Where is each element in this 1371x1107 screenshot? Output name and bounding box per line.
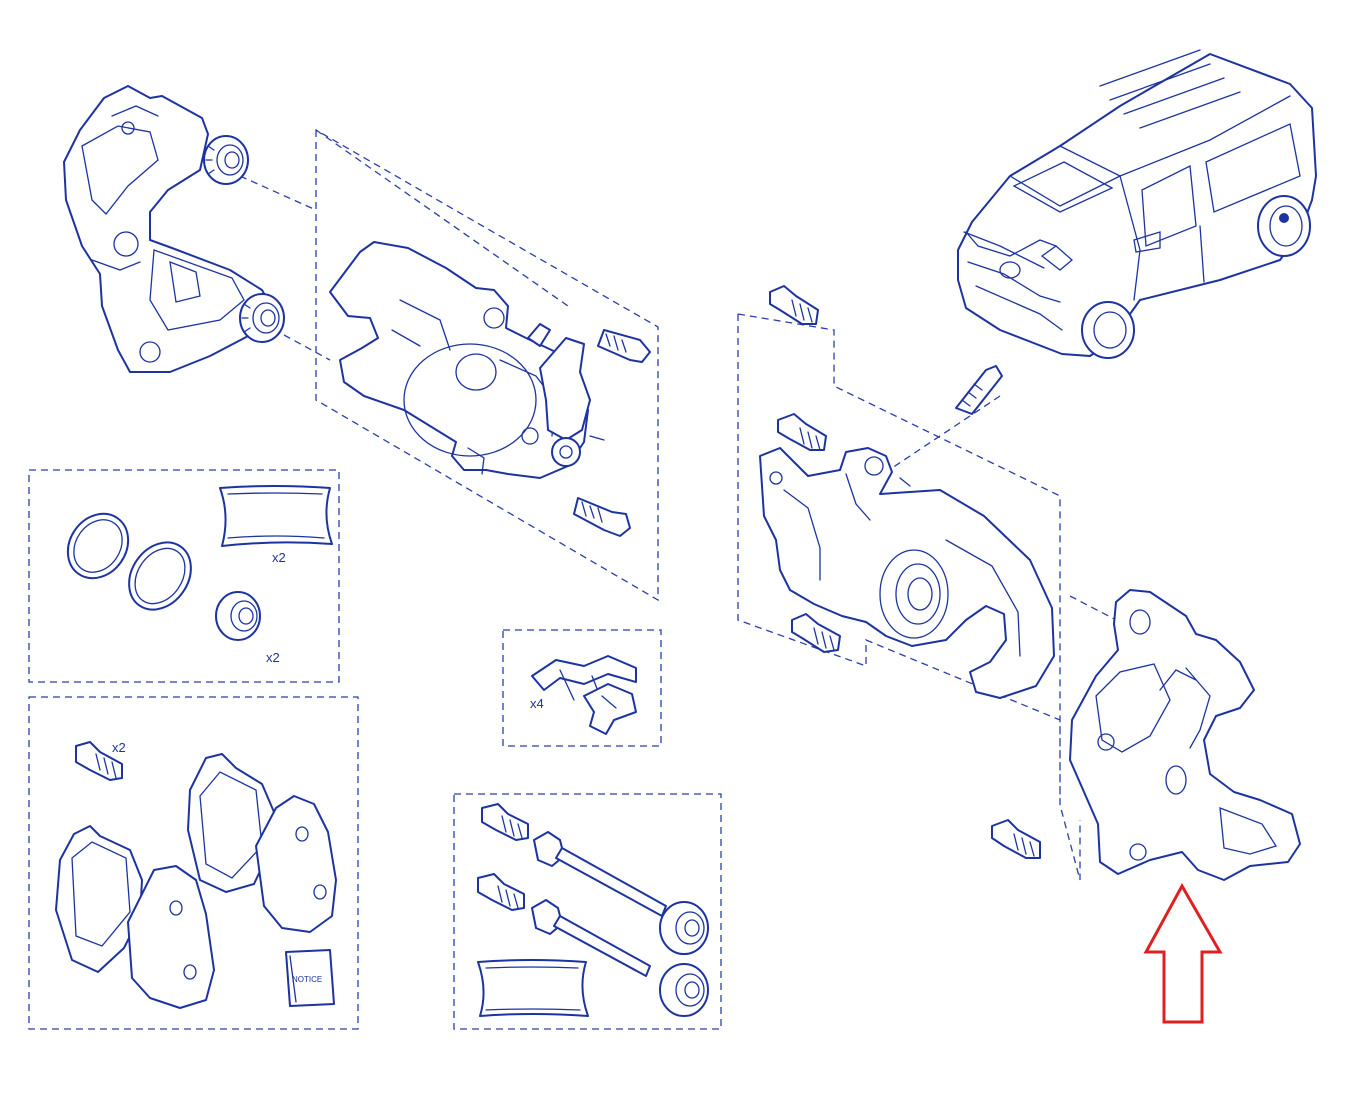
pad-bolt [75, 741, 123, 781]
front-wheel [1081, 301, 1135, 359]
right-caliper-assembly [737, 285, 1301, 881]
right-upper-bolt [777, 413, 827, 451]
bracket-bolt [991, 819, 1041, 859]
brake-pad-2 [127, 865, 215, 1009]
right-caliper-bracket [1069, 589, 1301, 881]
rear-wheel [1257, 195, 1311, 257]
guide-pin-boot-2 [659, 963, 709, 1017]
kit-boxes [28, 469, 722, 1030]
pad-clip-1 [531, 655, 637, 701]
guide-pin-2 [531, 899, 651, 977]
guide-pin-kit [477, 803, 709, 1017]
guide-boot-qty: x2 [266, 650, 280, 665]
right-top-bolt [769, 285, 819, 325]
left-caliper-explode-envelope [315, 128, 659, 602]
notice-label: NOTICE [292, 975, 322, 984]
guide-pin-kit-box [453, 793, 722, 1030]
left-caliper-body [329, 241, 605, 479]
left-caliper-assembly [63, 85, 659, 602]
guide-pin-1 [533, 831, 667, 917]
brake-pad-kit: x2 NOTICE [55, 740, 337, 1009]
seal-kit: x2 x2 [66, 485, 333, 665]
piston-seal-ring [66, 512, 130, 580]
seal-kit-box [28, 469, 340, 683]
guide-bolt-1 [481, 803, 529, 841]
pad-bolt-qty: x2 [112, 740, 126, 755]
right-lower-bolt [791, 613, 841, 653]
grease-sachet-qty: x2 [272, 550, 286, 565]
clip-qty: x4 [530, 696, 544, 711]
guide-bolt-2 [477, 873, 525, 911]
pad-clip-2 [583, 683, 637, 735]
brake-pad-4 [255, 795, 337, 933]
pointer-arrow [1143, 882, 1223, 1024]
left-bracket-lower-boot [239, 293, 285, 343]
right-caliper-body [759, 447, 1055, 699]
grease-sachet [219, 485, 333, 547]
left-caliper-lower-bolt [573, 497, 631, 537]
guide-grease-sachet [477, 959, 589, 1017]
guide-boot [215, 591, 261, 641]
van-illustration [957, 49, 1317, 359]
bleed-screw [955, 365, 1003, 415]
clip-kit: x4 [530, 655, 637, 735]
dust-boot-ring [128, 541, 192, 611]
left-caliper-bracket [63, 85, 273, 373]
notice-booklet: NOTICE [285, 949, 335, 1007]
left-bracket-upper-boot [203, 135, 249, 185]
brake-pad-kit-box [28, 696, 359, 1030]
guide-pin-boot-1 [659, 901, 709, 955]
clip-kit-box [502, 629, 662, 747]
left-caliper-upper-bolt [597, 329, 651, 363]
